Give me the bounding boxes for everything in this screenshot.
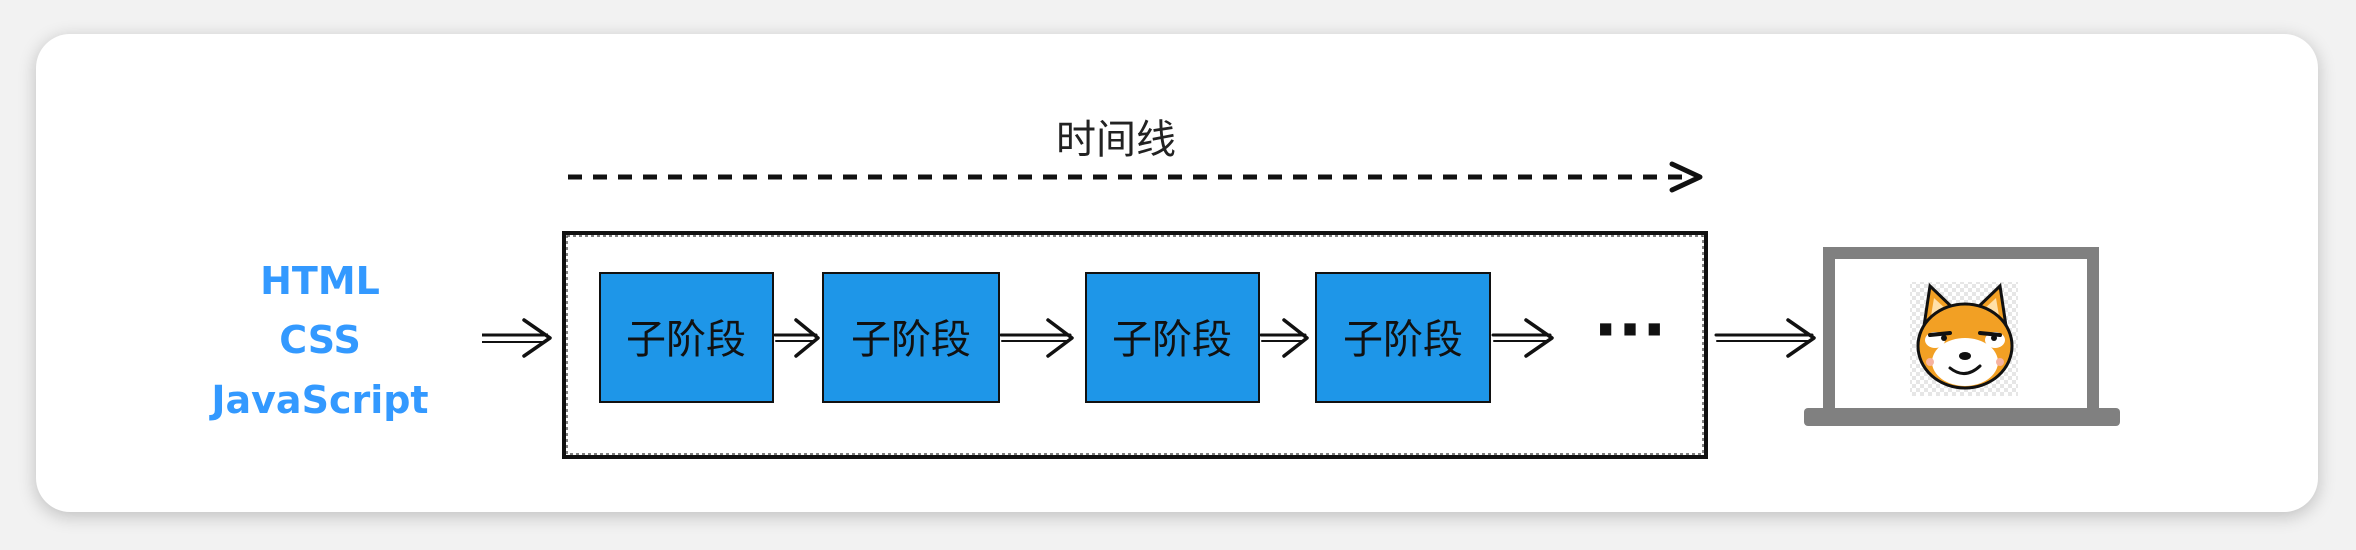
substage-4: 子阶段 <box>1315 272 1491 403</box>
timeline: 时间线 <box>568 117 1703 193</box>
ellipsis: ··· <box>1594 294 1667 368</box>
substage-label: 子阶段 <box>851 317 971 363</box>
arrow-right-icon <box>1786 318 1816 358</box>
arrow-into-pipeline <box>482 318 552 358</box>
arrow-right-icon <box>1259 318 1309 358</box>
timeline-label: 时间线 <box>1056 117 1176 163</box>
substage-1: 子阶段 <box>599 272 774 403</box>
arrow-right-icon <box>999 318 1074 358</box>
input-javascript-label: JavaScript <box>208 378 428 422</box>
arrow-to-output <box>1714 318 1816 358</box>
substage-3: 子阶段 <box>1085 272 1260 403</box>
pipeline-container <box>562 231 1708 459</box>
input-sources: HTML CSS JavaScript <box>208 259 428 422</box>
stage-arrows <box>773 318 1554 358</box>
input-html-label: HTML <box>260 259 380 303</box>
arrow-right-icon <box>773 318 820 358</box>
timeline-arrowhead-icon <box>1669 161 1703 193</box>
substage-label: 子阶段 <box>626 317 746 363</box>
shiba-dog-icon <box>1910 282 2018 396</box>
arrow-right-icon <box>522 318 552 358</box>
substage-label: 子阶段 <box>1343 317 1463 363</box>
arrow-right-icon <box>1491 318 1554 358</box>
substage-label: 子阶段 <box>1112 317 1232 363</box>
substage-2: 子阶段 <box>822 272 1000 403</box>
input-css-label: CSS <box>279 318 361 362</box>
